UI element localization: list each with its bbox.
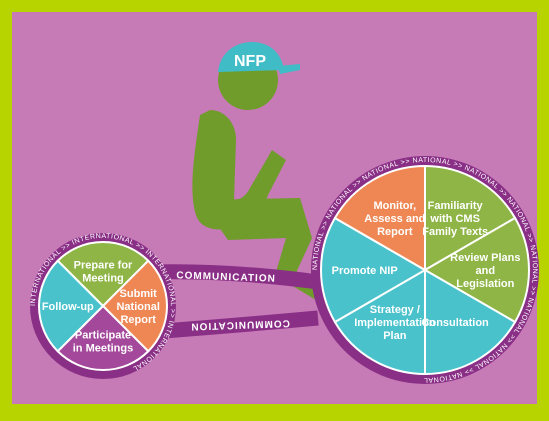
rw-segment bbox=[424, 268, 517, 376]
right-wheel: NATIONAL >> NATIONAL >> NATIONAL >> NATI… bbox=[311, 156, 539, 384]
lw-segment bbox=[56, 241, 150, 308]
rw-segment bbox=[333, 268, 426, 376]
lw-segment bbox=[101, 259, 168, 353]
thigh-shape bbox=[200, 198, 312, 275]
left-wheel: INTERNATIONAL >> INTERNATIONAL >> INTERN… bbox=[30, 233, 176, 379]
rw-segment bbox=[320, 216, 428, 324]
rw-segment-label: Promote NIP bbox=[332, 265, 398, 277]
rw-segment-label: Consultation bbox=[422, 317, 489, 329]
rw-segment bbox=[424, 164, 517, 272]
chain-bottom-label: COMMUNICATION bbox=[190, 317, 290, 331]
cap-visor-icon bbox=[278, 64, 300, 74]
rw-segment bbox=[422, 216, 530, 324]
chain-top-band bbox=[149, 264, 320, 290]
lw-segment bbox=[56, 304, 150, 371]
cap-label: NFP bbox=[234, 53, 266, 70]
chain-top-label: COMMUNICATION bbox=[176, 270, 276, 284]
rider-head: NFP bbox=[218, 42, 300, 110]
lw-segment-label: Follow-up bbox=[42, 301, 94, 313]
lw-segment bbox=[38, 259, 105, 353]
rw-segment bbox=[333, 164, 426, 272]
cap-icon bbox=[218, 42, 284, 72]
